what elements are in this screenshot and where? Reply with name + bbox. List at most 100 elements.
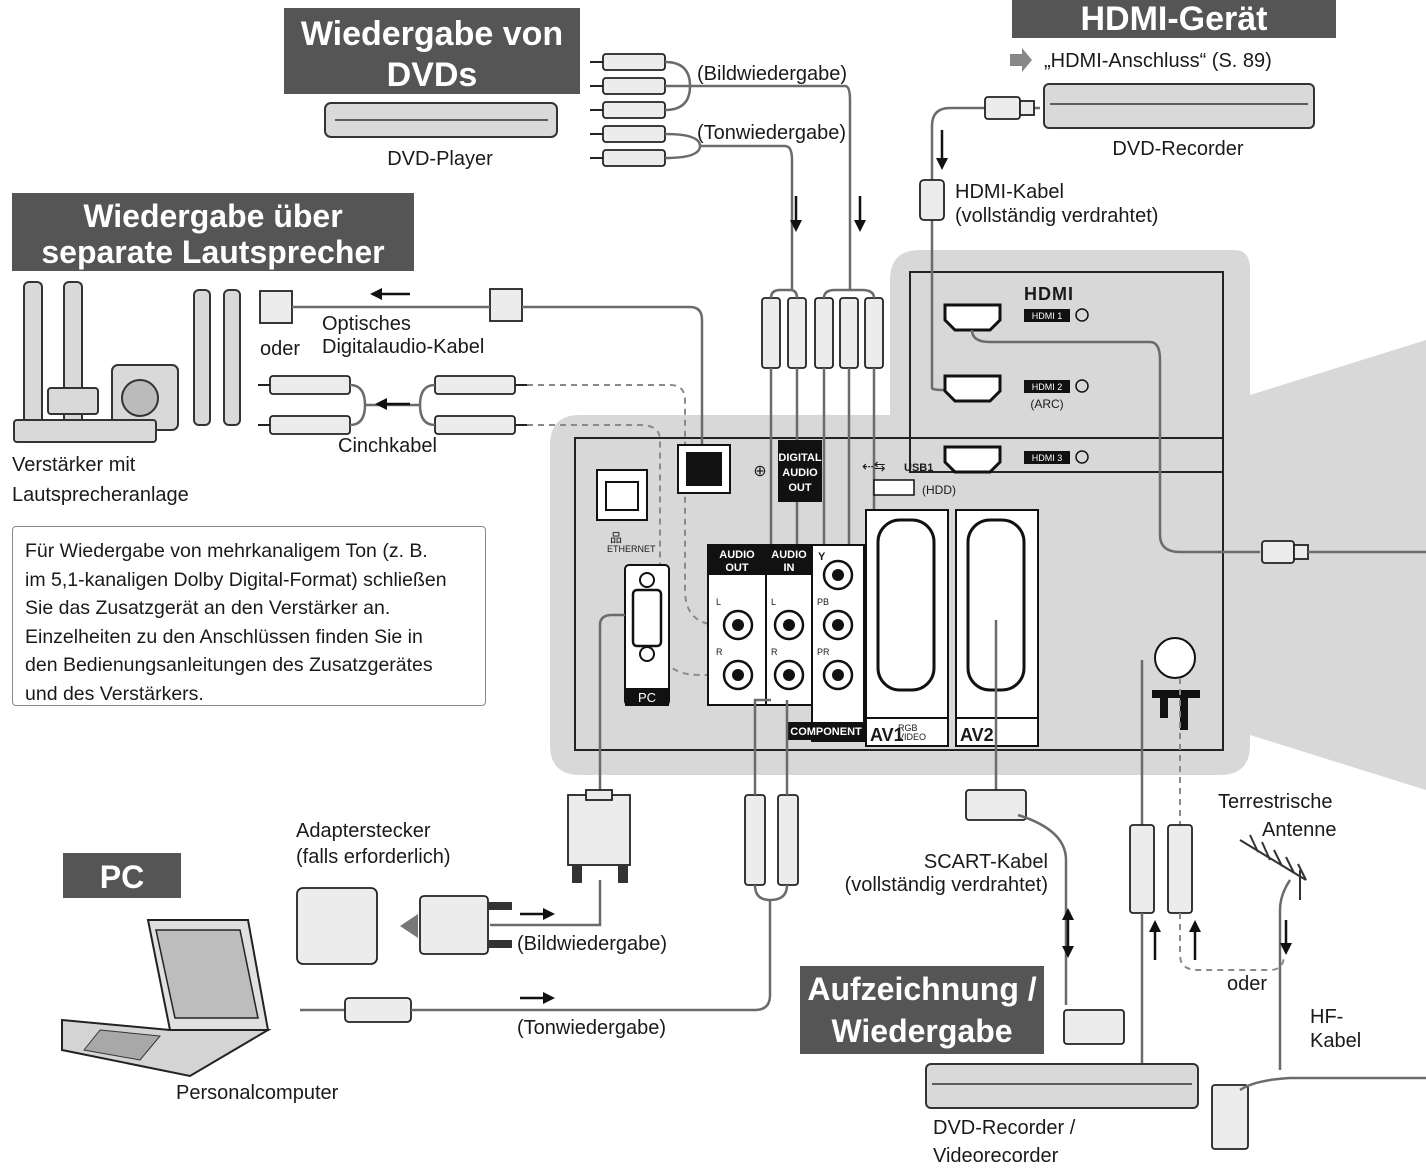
- recording-banner: [800, 966, 1044, 1054]
- oder-left: oder: [260, 338, 300, 360]
- sound-playback-top: (Tonwiedergabe): [697, 122, 846, 144]
- hdmi-port-1: [943, 303, 1002, 332]
- cinch-plugs-right: [434, 375, 527, 435]
- antenna-jack: [1152, 637, 1200, 730]
- rca-jack-audio-in-l: [773, 609, 805, 641]
- recorder-label-2: Videorecorder: [933, 1145, 1059, 1167]
- scart-plug-bottom: [1063, 1009, 1125, 1045]
- picture-playback-top: (Bildwiedergabe): [697, 63, 847, 85]
- recording-title-1: Aufzeichnung /: [807, 971, 1036, 1007]
- info-note: Für Wiedergabe von mehrkanaligem Ton (z.…: [12, 526, 486, 706]
- hdmi-device-title: HDMI-Gerät: [1080, 0, 1267, 38]
- optical-plug-left: [259, 290, 293, 324]
- rf-label-2: Kabel: [1310, 1030, 1361, 1052]
- rca-plugs-top: [590, 53, 666, 167]
- digital-label: DIGITAL: [778, 452, 821, 464]
- hdmi-port-2: [943, 374, 1002, 403]
- personal-computer-label: Personalcomputer: [176, 1082, 339, 1104]
- dvd-playback-banner: [284, 8, 580, 94]
- recorder-device: [925, 1063, 1199, 1109]
- svg-text:PB: PB: [817, 597, 829, 607]
- dvd-player-label: DVD-Player: [387, 148, 493, 170]
- hdmi-cable-label-1: HDMI-Kabel: [955, 181, 1064, 203]
- antenna-icon: [1239, 834, 1307, 900]
- terrestrial-label-1: Terrestrische: [1218, 791, 1332, 813]
- digital-audio-out-badge: [778, 440, 822, 502]
- network-icon: 品: [610, 531, 622, 545]
- ethernet-label: ETHERNET: [607, 544, 656, 554]
- speakers-banner: [12, 193, 414, 271]
- recorder-label-1: DVD-Recorder /: [933, 1117, 1076, 1139]
- cinch-label: Cinchkabel: [338, 435, 437, 457]
- rf-plug-1: [1129, 824, 1155, 914]
- speaker-system-icon: [13, 281, 241, 443]
- speakers-title-1: Wiedergabe über: [83, 198, 342, 234]
- hdd-label: (HDD): [922, 483, 956, 497]
- hdmi3-label: HDMI 3: [1032, 453, 1063, 463]
- hdmi-plug-vertical: [919, 179, 945, 221]
- hdmi-panel-frame: [909, 271, 1224, 473]
- scart-label-2: (vollständig verdrahtet): [845, 874, 1048, 896]
- rf-plug-2: [1167, 824, 1193, 914]
- vga-plug-top: [567, 794, 631, 866]
- usb-port: [873, 479, 915, 496]
- adapter-label-1: Adapterstecker: [296, 820, 431, 842]
- av2-label: AV2: [960, 725, 994, 745]
- dvd-playback-title-1: Wiedergabe von: [301, 15, 563, 53]
- dvd-recorder-top-device: [1043, 83, 1315, 129]
- rca-jack-audio-in-r: [773, 659, 805, 691]
- cinch-plugs-left: [258, 375, 351, 435]
- hdmi-reference: „HDMI-Anschluss“ (S. 89): [1044, 50, 1272, 72]
- svg-text:R: R: [771, 647, 778, 657]
- svg-text:RGB: RGB: [898, 723, 918, 733]
- ethernet-port: [596, 469, 648, 521]
- mini-jack-plug: [344, 997, 412, 1023]
- note-line: im 5,1-kanaligen Dolby Digital-Format) s…: [25, 568, 447, 591]
- dvd-recorder-top-label: DVD-Recorder: [1112, 138, 1243, 160]
- rca-jack-audio-out-r: [722, 659, 754, 691]
- note-line: Einzelheiten zu den Anschlüssen finden S…: [25, 625, 423, 648]
- note-line: Sie das Zusatzgerät an den Verstärker an…: [25, 597, 391, 619]
- hdmi1-label: HDMI 1: [1032, 311, 1063, 321]
- note-line: Für Wiedergabe von mehrkanaligem Ton (z.…: [25, 540, 428, 562]
- optical-label-1: Optisches: [322, 313, 411, 335]
- svg-text:PR: PR: [817, 647, 830, 657]
- audio-in-label-2: IN: [784, 562, 795, 574]
- oder-right: oder: [1227, 973, 1267, 995]
- rca-jack-y: [822, 559, 854, 591]
- adapter-label-2: (falls erforderlich): [296, 846, 450, 868]
- hdmi-logo: HDMI: [1024, 284, 1074, 304]
- svg-text:VIDEO: VIDEO: [898, 732, 926, 742]
- out-label: OUT: [788, 482, 812, 494]
- audio-out-label-1: AUDIO: [719, 549, 755, 561]
- hdmi-device-banner: [1012, 0, 1336, 38]
- component-label: COMPONENT: [790, 726, 862, 738]
- laptop-icon: [61, 919, 272, 1078]
- rca-jack-pb: [822, 609, 854, 641]
- audio-out-label-2: OUT: [725, 562, 749, 574]
- optical-label-2: Digitalaudio-Kabel: [322, 336, 484, 358]
- arrow-right-icon: [1010, 48, 1032, 72]
- rca-jack-audio-out-l: [722, 609, 754, 641]
- dvd-playback-title-2: DVDs: [387, 56, 478, 94]
- audio-in-label-1: AUDIO: [771, 549, 807, 561]
- terrestrial-label-2: Antenne: [1262, 819, 1337, 841]
- svg-text:⊕: ⊕: [753, 463, 766, 480]
- speakers-title-2: separate Lautsprecher: [41, 234, 384, 270]
- pc-banner: [63, 853, 181, 898]
- svg-text:Y: Y: [818, 551, 826, 563]
- picture-playback-pc: (Bildwiedergabe): [517, 933, 667, 955]
- audio-label: AUDIO: [782, 467, 818, 479]
- hdmi-plug-right: [1261, 540, 1295, 564]
- svg-text:R: R: [716, 647, 723, 657]
- rca-plug-pc-l: [744, 794, 766, 886]
- hdmi-port-3: [943, 445, 1002, 474]
- recording-title-2: Wiedergabe: [831, 1013, 1012, 1049]
- scart-plug-recorder: [1211, 1084, 1249, 1150]
- pc-title: PC: [100, 859, 144, 895]
- svg-text:L: L: [716, 597, 721, 607]
- hdmi-cable-label-2: (vollständig verdrahtet): [955, 205, 1158, 227]
- adapter-plug: [296, 887, 378, 965]
